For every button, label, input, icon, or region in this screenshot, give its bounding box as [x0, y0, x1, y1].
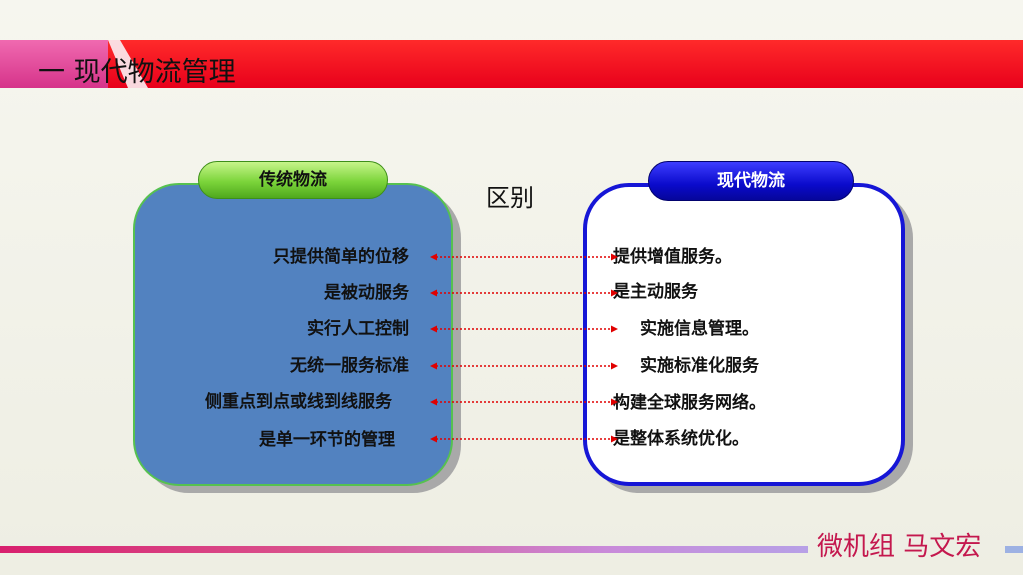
- traditional-logistics-label: 传统物流: [198, 161, 388, 199]
- modern-item: 实施信息管理。: [640, 319, 759, 339]
- traditional-item: 只提供简单的位移: [273, 247, 409, 267]
- modern-item: 实施标准化服务: [640, 356, 759, 376]
- modern-item: 是整体系统优化。: [613, 429, 749, 449]
- modern-logistics-label: 现代物流: [648, 161, 854, 201]
- double-arrow-connector: [430, 362, 618, 370]
- page-title: 一 现代物流管理: [38, 57, 236, 88]
- traditional-item: 是单一环节的管理: [259, 430, 395, 450]
- double-arrow-connector: [430, 435, 618, 443]
- traditional-item: 无统一服务标准: [290, 356, 409, 376]
- footer-divider: [0, 546, 808, 553]
- modern-item: 是主动服务: [613, 282, 698, 302]
- double-arrow-connector: [430, 398, 618, 406]
- double-arrow-connector: [430, 253, 618, 261]
- footer-divider-tail: [1005, 546, 1023, 553]
- modern-logistics-panel: [583, 183, 905, 486]
- traditional-item: 实行人工控制: [307, 319, 409, 339]
- modern-item: 提供增值服务。: [613, 247, 732, 267]
- traditional-item: 侧重点到点或线到线服务: [205, 392, 392, 412]
- double-arrow-connector: [430, 289, 618, 297]
- author-signature: 微机组 马文宏: [817, 532, 982, 562]
- header-banner: [108, 40, 1023, 88]
- comparison-heading: 区别: [486, 184, 534, 212]
- traditional-item: 是被动服务: [324, 283, 409, 303]
- header-banner-accent: [0, 40, 125, 88]
- double-arrow-connector: [430, 325, 618, 333]
- modern-item: 构建全球服务网络。: [613, 393, 766, 413]
- traditional-logistics-panel: [133, 183, 453, 486]
